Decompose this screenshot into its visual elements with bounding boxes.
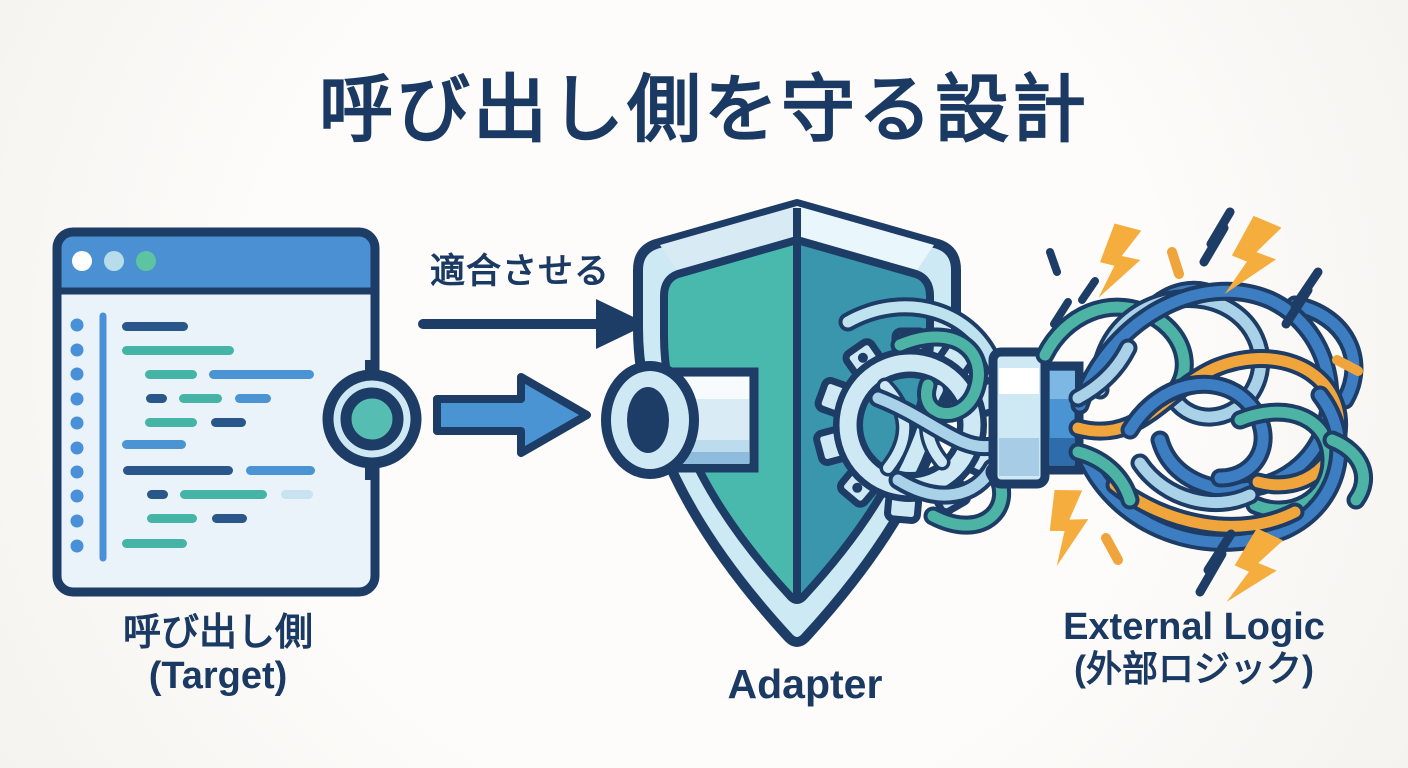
caller-label: 呼び出し側 (Target) (38, 612, 398, 697)
spark-icon (1046, 248, 1099, 328)
code-lines (122, 322, 315, 548)
shield-bevel-facet-right (797, 206, 934, 276)
thin-arrow-icon (418, 299, 648, 349)
connector-port-icon (322, 360, 422, 480)
lightning-bolts (1044, 207, 1363, 613)
caller-label-ja: 呼び出し側 (122, 612, 313, 654)
window-title-bar (57, 232, 375, 290)
gear-rivet (857, 352, 868, 363)
pipe-opening (627, 387, 669, 453)
external-logic-label-ja: (外部ロジック) (1074, 647, 1314, 689)
external-logic-label: External Logic (外部ロジック) (1006, 606, 1382, 689)
adapt-arrow-label: 適合させる (429, 252, 610, 291)
coupling-icon (988, 347, 1084, 489)
external-logic-label-en: External Logic (1063, 606, 1325, 648)
spark-icon-orange (1101, 247, 1363, 565)
caller-label-en: (Target) (148, 654, 288, 697)
window-dot-maximize (136, 251, 156, 271)
navy-zigzag-bolts (1195, 207, 1323, 597)
lightning-bolt-icon (1044, 485, 1095, 567)
block-arrow-icon (433, 373, 591, 457)
shield-bevel-facet-left (660, 206, 797, 276)
line-number-gutter (70, 312, 107, 562)
lightning-bolt-icon (1096, 222, 1144, 302)
adapter-label: Adapter (727, 661, 883, 707)
pipe-socket-icon (601, 361, 759, 479)
window-dot-close (72, 251, 92, 271)
page-title: 呼び出し側を守る設計 (319, 68, 1089, 151)
gear-rivet (852, 482, 863, 493)
window-control-dots (72, 251, 156, 271)
tangled-wires-icon (1045, 290, 1364, 542)
window-dot-minimize (104, 251, 124, 271)
browser-window-icon (52, 227, 422, 597)
